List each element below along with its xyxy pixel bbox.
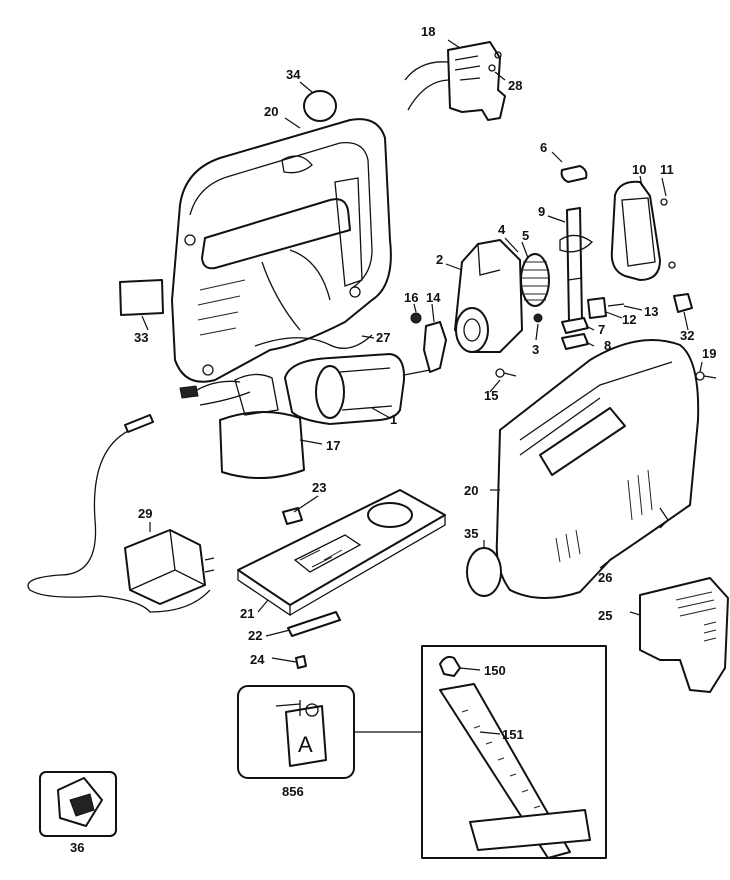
callout-29: 29 [138,506,152,521]
callout-20-right: 20 [464,483,478,498]
part-blade-guide [287,611,341,637]
part-small-block [560,165,588,183]
part-gear-case [454,239,523,353]
part-charger [27,414,215,613]
part-screw-15 [495,368,517,378]
callout-18: 18 [421,24,435,39]
callout-7: 7 [598,322,605,337]
part-screw-19 [695,371,717,381]
callout-5: 5 [522,228,529,243]
inset-150-151 [354,645,607,859]
callout-22: 22 [248,628,262,643]
part-base-shoe [237,489,446,617]
callout-14: 14 [426,290,441,305]
part-small-plate [282,507,303,525]
part-cover-plate [610,180,676,281]
callout-1: 1 [390,412,397,427]
callout-labels: 18 28 34 20 6 10 11 9 4 5 2 16 14 13 12 … [70,24,716,855]
callout-16: 16 [404,290,418,305]
callout-9: 9 [538,204,545,219]
part-motor [284,353,431,425]
callout-28: 28 [508,78,522,93]
part-bracket [587,297,625,319]
callout-12: 12 [622,312,636,327]
callout-36: 36 [70,840,84,855]
callout-151: 151 [502,727,524,742]
callout-150: 150 [484,663,506,678]
callout-11: 11 [660,162,674,177]
callout-21: 21 [240,606,254,621]
part-knob [673,293,693,313]
callout-856: 856 [282,784,304,799]
callout-32: 32 [680,328,694,343]
part-switch-lever [410,312,447,373]
leader-lines [141,39,703,735]
callout-3: 3 [532,342,539,357]
part-switch-assembly [404,41,506,121]
part-plunger [559,207,594,323]
part-drive-gear [520,253,550,307]
callout-34: 34 [286,67,301,82]
part-battery-pack [179,373,305,479]
callout-15: 15 [484,388,498,403]
part-battery-cover [639,577,729,693]
callout-8: 8 [604,338,611,353]
inset-856 [237,685,355,779]
part-wire [254,334,373,349]
inset-856-letter: A [298,732,313,757]
part-round-label [303,90,337,122]
callout-17: 17 [326,438,340,453]
callout-19: 19 [702,346,716,361]
callout-35: 35 [464,526,478,541]
part-rectangular-label [119,279,164,316]
callout-25: 25 [598,608,612,623]
callout-33: 33 [134,330,148,345]
callout-10: 10 [632,162,646,177]
callout-6: 6 [540,140,547,155]
part-round-label-35 [466,547,502,597]
part-screw-3 [533,313,543,323]
callout-2: 2 [436,252,443,267]
part-screw-24 [295,655,307,669]
callout-27: 27 [376,330,390,345]
part-left-housing [171,118,392,383]
callout-24: 24 [250,652,265,667]
callout-4: 4 [498,222,506,237]
part-right-housing [495,339,700,600]
callout-26: 26 [598,570,612,585]
part-wear-blocks [561,317,589,350]
callout-13: 13 [644,304,658,319]
callout-23: 23 [312,480,326,495]
callout-20-left: 20 [264,104,278,119]
inset-36 [39,771,117,837]
